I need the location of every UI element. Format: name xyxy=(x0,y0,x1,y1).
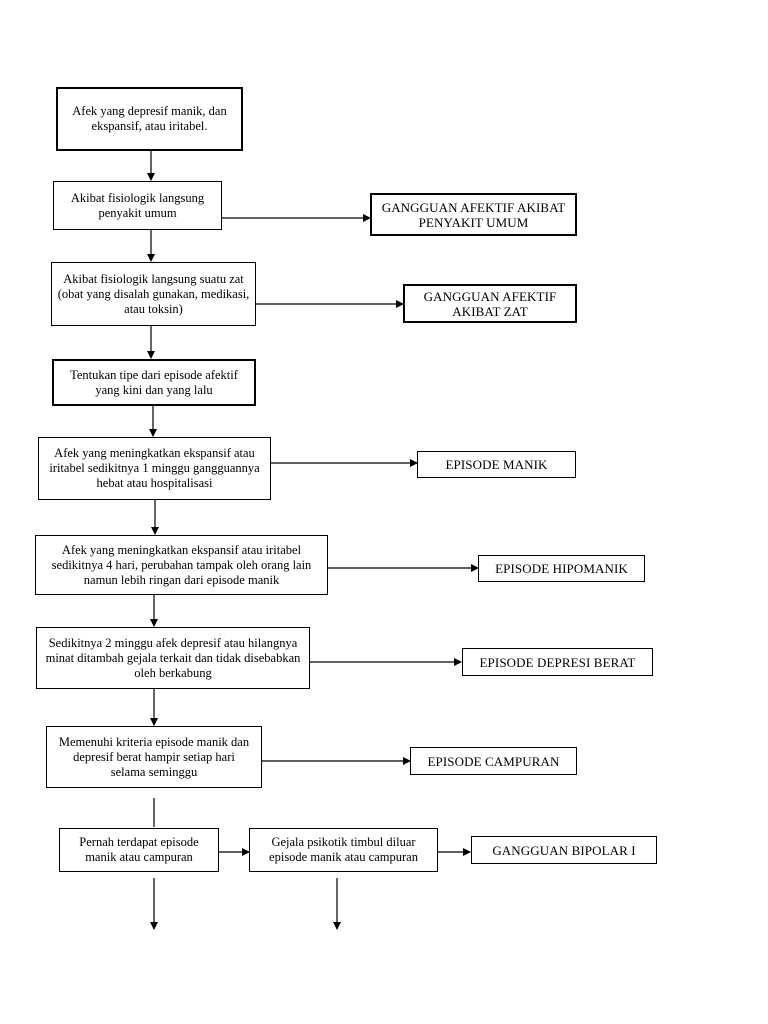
node-episode-hipomanik: EPISODE HIPOMANIK xyxy=(478,555,645,582)
node-akibat-fisiologik-zat: Akibat fisiologik langsung suatu zat (ob… xyxy=(51,262,256,326)
node-afek-depresif: Afek yang depresif manik, dan ekspansif,… xyxy=(56,87,243,151)
node-sedikitnya-2-minggu: Sedikitnya 2 minggu afek depresif atau h… xyxy=(36,627,310,689)
node-pernah-terdapat: Pernah terdapat episode manik atau campu… xyxy=(59,828,219,872)
node-akibat-fisiologik-umum: Akibat fisiologik langsung penyakit umum xyxy=(53,181,222,230)
node-gangguan-afektif-umum: GANGGUAN AFEKTIF AKIBAT PENYAKIT UMUM xyxy=(370,193,577,236)
node-afek-meningkatkan-1-minggu: Afek yang meningkatkan ekspansif atau ir… xyxy=(38,437,271,500)
node-tentukan-tipe: Tentukan tipe dari episode afektif yang … xyxy=(52,359,256,406)
node-episode-campuran: EPISODE CAMPURAN xyxy=(410,747,577,775)
node-gejala-psikotik: Gejala psikotik timbul diluar episode ma… xyxy=(249,828,438,872)
node-gangguan-afektif-zat: GANGGUAN AFEKTIF AKIBAT ZAT xyxy=(403,284,577,323)
node-episode-depresi-berat: EPISODE DEPRESI BERAT xyxy=(462,648,653,676)
node-episode-manik: EPISODE MANIK xyxy=(417,451,576,478)
node-memenuhi-kriteria: Memenuhi kriteria episode manik dan depr… xyxy=(46,726,262,788)
node-gangguan-bipolar: GANGGUAN BIPOLAR I xyxy=(471,836,657,864)
node-afek-meningkatkan-4-hari: Afek yang meningkatkan ekspansif atau ir… xyxy=(35,535,328,595)
